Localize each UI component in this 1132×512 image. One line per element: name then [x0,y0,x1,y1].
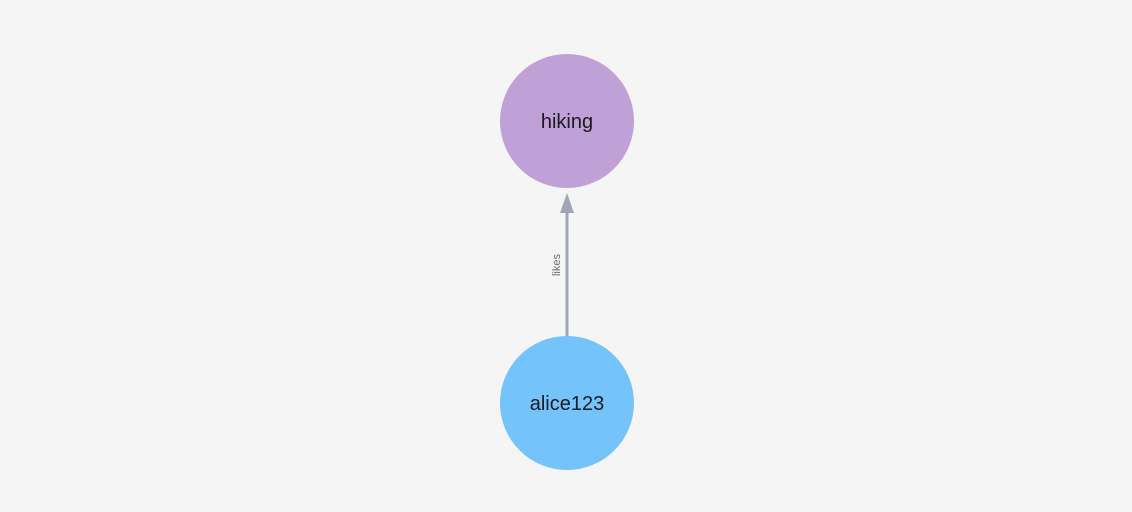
node-alice123[interactable]: alice123 [500,336,634,470]
edge-arrowhead-icon [560,193,574,213]
edge-alice123-likes-hiking[interactable]: likes [551,193,574,338]
edge-label-likes: likes [551,254,563,277]
node-alice123-circle[interactable] [500,336,634,470]
node-hiking-label: hiking [541,111,593,133]
node-hiking[interactable]: hiking [500,54,634,188]
node-alice123-label: alice123 [530,393,605,415]
node-hiking-circle[interactable] [500,54,634,188]
